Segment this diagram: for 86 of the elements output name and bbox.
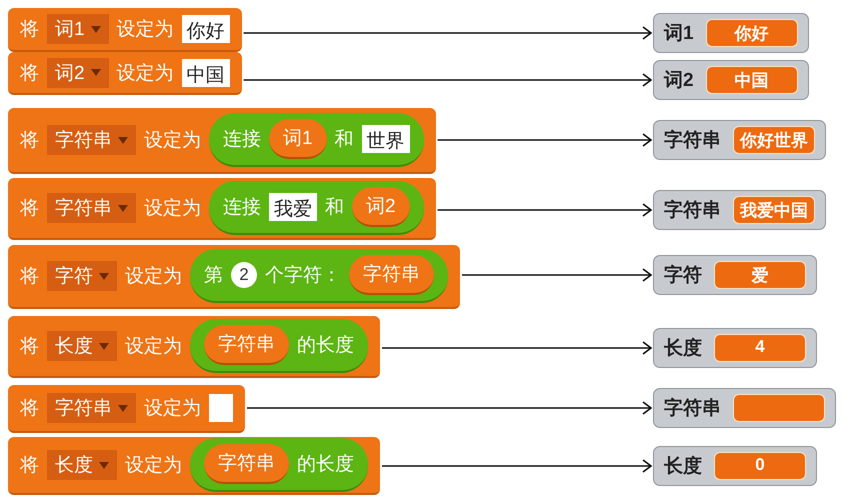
block-label: 将 xyxy=(20,18,39,42)
reporter-label: 第 xyxy=(204,264,223,288)
variable-dropdown: 长度 xyxy=(47,450,117,480)
variable-monitor xyxy=(653,388,836,428)
block-label: 设定为 xyxy=(144,197,201,221)
variable-reporter: 字符串 xyxy=(349,255,434,295)
number-input: 2 xyxy=(231,262,257,288)
operator-reporter xyxy=(190,319,368,373)
value-display: 0 xyxy=(714,452,806,480)
variable-reporter: 词2 xyxy=(352,187,410,227)
variable-dropdown: 字符串 xyxy=(47,125,136,155)
text-input: 我爱 xyxy=(269,193,317,221)
value-display: 你好世界 xyxy=(733,126,815,154)
variable-reporter: 字符串 xyxy=(204,325,289,365)
operator-reporter xyxy=(190,438,368,492)
operator-reporter xyxy=(209,113,424,167)
variable-reporter: 字符串 xyxy=(204,444,289,484)
variable-dropdown: 词2 xyxy=(47,58,109,88)
arrow xyxy=(244,73,652,87)
block-label: 设定为 xyxy=(144,129,201,153)
variable-name: 字符串 xyxy=(664,396,721,421)
variable-name: 字符 xyxy=(664,264,702,288)
block-label: 将 xyxy=(20,397,39,421)
variable-monitor xyxy=(653,60,809,100)
variable-monitor xyxy=(653,120,826,160)
variable-monitor xyxy=(653,328,817,368)
reporter-label: 的长度 xyxy=(297,453,354,477)
block-label: 将 xyxy=(20,265,39,289)
reporter-label: 和 xyxy=(325,196,344,220)
set-variable-block xyxy=(8,8,242,52)
block-label: 设定为 xyxy=(125,454,182,478)
variable-monitor xyxy=(653,255,817,295)
reporter-label: 和 xyxy=(334,128,354,152)
arrow xyxy=(462,268,652,282)
variable-monitor xyxy=(653,190,826,230)
variable-monitor xyxy=(653,446,817,486)
block-label: 设定为 xyxy=(125,265,182,289)
block-label: 将 xyxy=(20,335,39,359)
text-input: 中国 xyxy=(182,58,230,86)
variable-reporter: 词1 xyxy=(269,119,327,159)
variable-dropdown: 字符 xyxy=(47,261,117,291)
variable-name: 词2 xyxy=(664,69,694,93)
reporter-label: 连接 xyxy=(223,196,261,220)
variable-name: 字符串 xyxy=(664,128,721,153)
arrow xyxy=(382,341,652,355)
operator-reporter xyxy=(190,249,448,303)
set-variable-block xyxy=(8,178,436,240)
value-display: 爱 xyxy=(714,261,806,289)
block-label: 设定为 xyxy=(116,18,174,42)
value-display: 4 xyxy=(714,334,806,362)
reporter-label: 个字符： xyxy=(265,264,341,288)
set-variable-block xyxy=(8,437,380,495)
block-label: 将 xyxy=(20,62,39,86)
block-label: 设定为 xyxy=(116,62,174,86)
variable-name: 字符串 xyxy=(664,198,721,223)
variable-dropdown: 字符串 xyxy=(47,393,136,423)
set-variable-block xyxy=(8,52,242,95)
block-label: 设定为 xyxy=(144,397,201,421)
reporter-label: 的长度 xyxy=(297,334,354,358)
variable-monitor xyxy=(653,13,809,53)
value-display: 我爱中国 xyxy=(733,196,815,224)
set-variable-block xyxy=(8,385,245,433)
variable-name: 词1 xyxy=(664,22,694,46)
variable-dropdown: 字符串 xyxy=(47,193,136,223)
value-display: 中国 xyxy=(706,66,798,94)
text-input: 世界 xyxy=(362,125,410,153)
block-label: 将 xyxy=(20,129,39,153)
variable-name: 长度 xyxy=(664,336,702,361)
text-input: 你好 xyxy=(182,15,230,43)
set-variable-block xyxy=(8,245,460,309)
variable-name: 长度 xyxy=(664,454,702,479)
reporter-label: 连接 xyxy=(223,128,261,152)
block-label: 将 xyxy=(20,454,39,478)
arrow xyxy=(247,401,652,415)
arrow xyxy=(244,26,652,40)
arrow xyxy=(382,459,652,473)
arrow xyxy=(438,203,652,217)
block-label: 将 xyxy=(20,197,39,221)
variable-dropdown: 长度 xyxy=(47,331,117,361)
set-variable-block xyxy=(8,316,380,378)
operator-reporter xyxy=(209,181,424,235)
value-display: 你好 xyxy=(706,19,798,47)
block-label: 设定为 xyxy=(125,335,182,359)
variable-dropdown: 词1 xyxy=(47,14,109,44)
arrow xyxy=(438,133,652,147)
set-variable-block xyxy=(8,108,436,174)
